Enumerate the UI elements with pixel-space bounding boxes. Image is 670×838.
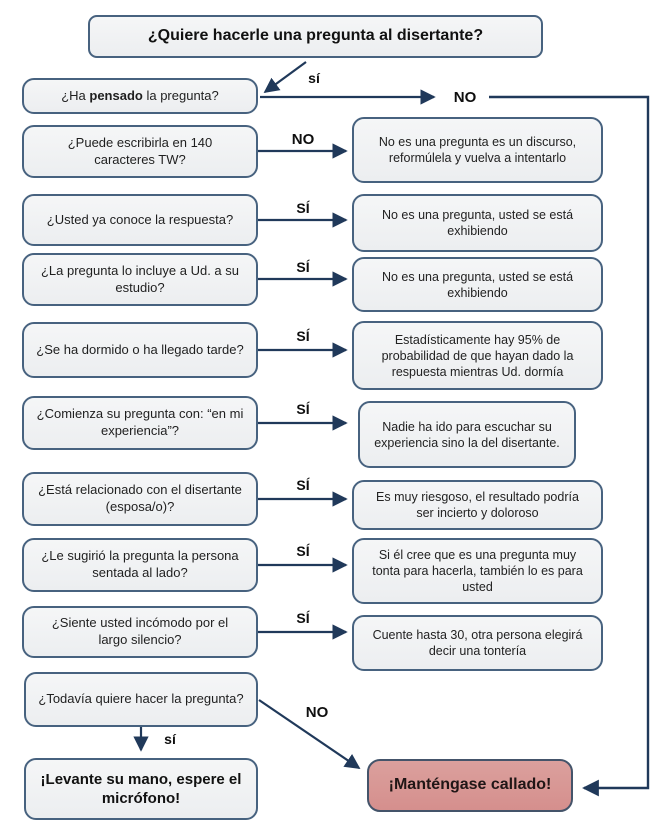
node-a1-text: No es una pregunta es un discurso, refor… bbox=[378, 135, 577, 165]
node-q8-text: ¿Le sugirió la pregunta la persona senta… bbox=[41, 548, 239, 580]
label-row-4: SÍ bbox=[296, 328, 310, 344]
node-q5-text: ¿Se ha dormido o ha llegado tarde? bbox=[36, 341, 244, 357]
node-q4-text: ¿La pregunta lo incluye a Ud. a su estud… bbox=[40, 262, 239, 295]
node-final-yes: ¡Levante su mano, espere el micrófono! bbox=[24, 758, 258, 820]
node-a3-text: No es una pregunta, usted se está exhibi… bbox=[381, 269, 574, 300]
node-a5-text: Nadie ha ido para escuchar su experienci… bbox=[374, 419, 560, 450]
node-title-text: ¿Quiere hacerle una pregunta al disertan… bbox=[147, 27, 484, 45]
label-last-no: NO bbox=[305, 704, 329, 721]
label-start-yes: sí bbox=[308, 70, 320, 86]
node-a8: Cuente hasta 30, otra persona elegirá de… bbox=[352, 615, 603, 671]
label-row-1: NO bbox=[291, 131, 315, 148]
node-q7: ¿Está relacionado con el disertante (esp… bbox=[22, 472, 258, 526]
node-q5: ¿Se ha dormido o ha llegado tarde? bbox=[22, 322, 258, 378]
node-a5: Nadie ha ido para escuchar su experienci… bbox=[358, 401, 576, 468]
node-a6: Es muy riesgoso, el resultado podría ser… bbox=[352, 480, 603, 530]
label-row-8: SÍ bbox=[296, 610, 310, 626]
label-last-yes: sí bbox=[164, 731, 176, 747]
node-final-no: ¡Manténgase callado! bbox=[367, 759, 573, 812]
node-a3: No es una pregunta, usted se está exhibi… bbox=[352, 257, 603, 312]
label-row-5: SÍ bbox=[296, 401, 310, 417]
label-row-7: SÍ bbox=[296, 543, 310, 559]
node-q4: ¿La pregunta lo incluye a Ud. a su estud… bbox=[22, 253, 258, 306]
node-q3: ¿Usted ya conoce la respuesta? bbox=[22, 194, 258, 246]
node-q1-text: ¿Ha pensado la pregunta? bbox=[61, 87, 219, 103]
node-title: ¿Quiere hacerle una pregunta al disertan… bbox=[88, 15, 543, 58]
node-final-no-text: ¡Manténgase callado! bbox=[388, 776, 552, 794]
label-row-6: SÍ bbox=[296, 477, 310, 493]
node-q6-text: ¿Comienza su pregunta con: “en mi experi… bbox=[36, 406, 244, 438]
node-q2: ¿Puede escribirla en 140 caracteres TW? bbox=[22, 125, 258, 178]
node-q3-text: ¿Usted ya conoce la respuesta? bbox=[46, 211, 234, 227]
node-a2-text: No es una pregunta, usted se está exhibi… bbox=[381, 208, 574, 238]
node-a4-text: Estadísticamente hay 95% de probabilidad… bbox=[381, 332, 574, 379]
node-q6: ¿Comienza su pregunta con: “en mi experi… bbox=[22, 396, 258, 450]
node-q9-text: ¿Siente usted incómodo por el largo sile… bbox=[51, 615, 229, 647]
node-a8-text: Cuente hasta 30, otra persona elegirá de… bbox=[372, 628, 583, 658]
node-q1: ¿Ha pensado la pregunta? bbox=[22, 78, 258, 114]
node-q10: ¿Todavía quiere hacer la pregunta? bbox=[24, 672, 258, 727]
node-final-yes-text: ¡Levante su mano, espere el micrófono! bbox=[40, 770, 242, 807]
node-a1: No es una pregunta es un discurso, refor… bbox=[352, 117, 603, 183]
label-row-2: SÍ bbox=[296, 200, 310, 216]
node-q10-text: ¿Todavía quiere hacer la pregunta? bbox=[38, 691, 244, 707]
node-q9: ¿Siente usted incómodo por el largo sile… bbox=[22, 606, 258, 658]
label-row-3: SÍ bbox=[296, 259, 310, 275]
node-q7-text: ¿Está relacionado con el disertante (esp… bbox=[38, 482, 242, 514]
node-a7-text: Si él cree que es una pregunta muy tonta… bbox=[372, 548, 583, 594]
node-a2: No es una pregunta, usted se está exhibi… bbox=[352, 194, 603, 252]
node-q2-text: ¿Puede escribirla en 140 caracteres TW? bbox=[67, 134, 213, 167]
label-start-no: NO bbox=[453, 89, 477, 106]
node-a6-text: Es muy riesgoso, el resultado podría ser… bbox=[376, 490, 579, 520]
node-q8: ¿Le sugirió la pregunta la persona senta… bbox=[22, 538, 258, 592]
node-a7: Si él cree que es una pregunta muy tonta… bbox=[352, 538, 603, 604]
node-a4: Estadísticamente hay 95% de probabilidad… bbox=[352, 321, 603, 390]
